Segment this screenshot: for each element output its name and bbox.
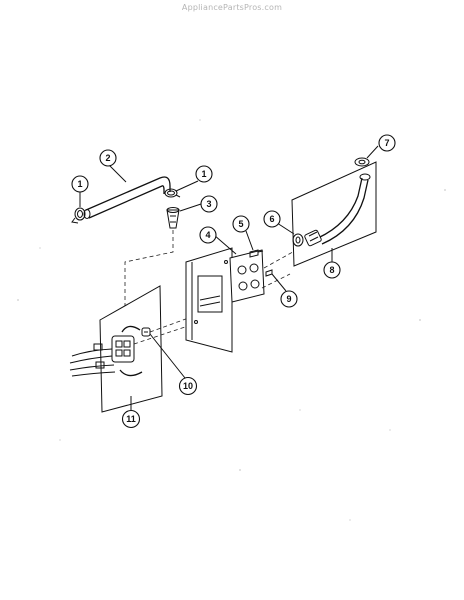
callout-11: 11	[121, 409, 141, 429]
svg-text:1: 1	[201, 169, 206, 179]
callout-6: 6	[263, 210, 281, 228]
svg-text:2: 2	[105, 153, 110, 163]
svg-text:5: 5	[238, 219, 243, 229]
fitting-part-3	[166, 207, 180, 229]
callout-4: 4	[199, 226, 217, 244]
svg-text:1: 1	[77, 179, 82, 189]
leader-lines	[79, 145, 379, 410]
washer-part-6	[292, 233, 304, 247]
callout-8: 8	[323, 261, 341, 279]
valve-assembly-part-11	[69, 285, 163, 413]
svg-text:3: 3	[206, 199, 211, 209]
hose-clamp-left	[71, 207, 86, 224]
hose-part-2	[83, 176, 171, 219]
svg-text:11: 11	[126, 414, 136, 424]
callout-1-left: 1	[71, 175, 89, 193]
washer-part-7	[354, 157, 370, 167]
screw-part-9	[265, 269, 273, 277]
gasket-plate-part-4	[229, 249, 265, 303]
hose-clamp-right	[164, 188, 181, 198]
callout-2: 2	[99, 149, 117, 167]
svg-text:4: 4	[205, 230, 210, 240]
scan-noise	[17, 119, 446, 521]
callout-9: 9	[280, 290, 298, 308]
svg-text:8: 8	[329, 265, 334, 275]
callout-3: 3	[200, 195, 218, 213]
callout-10: 10	[178, 376, 198, 396]
svg-text:10: 10	[183, 381, 193, 391]
svg-text:6: 6	[269, 214, 274, 224]
callout-5: 5	[232, 215, 250, 233]
svg-text:9: 9	[286, 294, 291, 304]
screw-part-5	[249, 249, 264, 258]
hose-assembly-part-8	[291, 161, 377, 267]
callout-7: 7	[378, 134, 396, 152]
cabinet-rear-panel	[185, 247, 233, 353]
watermark-text: AppliancePartsPros.com	[181, 3, 283, 12]
svg-text:7: 7	[384, 138, 389, 148]
callout-1-right: 1	[195, 165, 213, 183]
